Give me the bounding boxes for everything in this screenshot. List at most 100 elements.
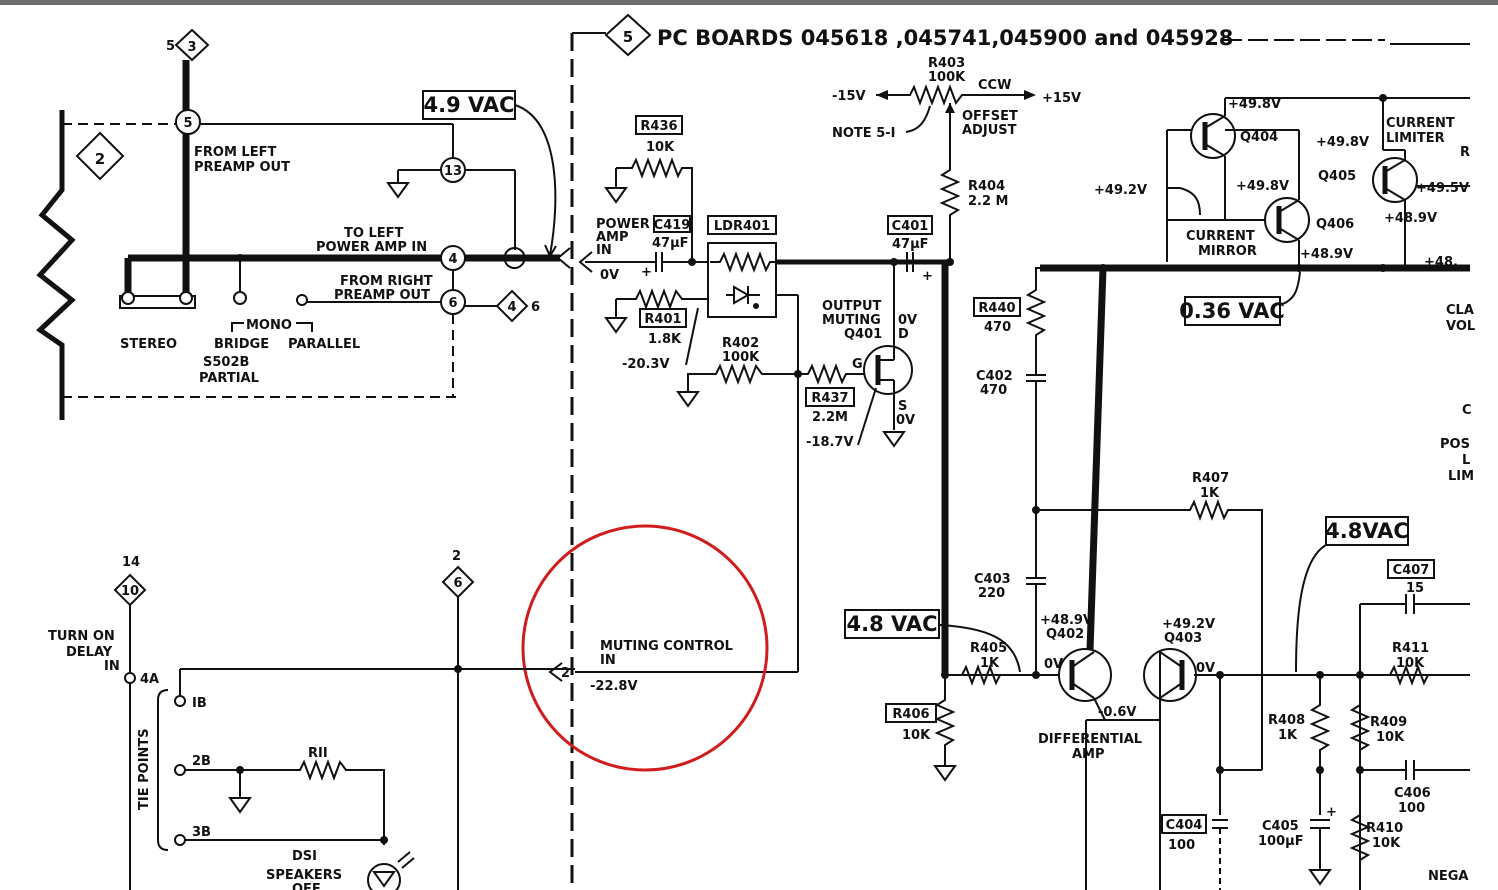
output-muting-1: OUTPUT (822, 299, 882, 314)
mid-num: 2 (452, 549, 461, 564)
jack-4-label: 4 (448, 252, 457, 267)
to-left-power-2: POWER AMP IN (316, 240, 427, 255)
r408-value: 1K (1278, 728, 1298, 743)
q404-ref: Q404 (1240, 130, 1278, 145)
v-20-3: -20.3V (622, 357, 670, 372)
ground-icon (604, 317, 628, 334)
turn-on-delay-2: DELAY (66, 645, 113, 660)
v-22-8: -22.8V (590, 679, 638, 694)
c419-value: 47µF (652, 236, 689, 251)
cut-c: C (1462, 403, 1472, 418)
ground-icon (604, 187, 628, 204)
v-48-9a: +48.9V (1300, 247, 1353, 262)
c405-value: 100µF (1258, 834, 1304, 849)
r402-ref: R402 (722, 336, 759, 351)
power-amp-in-3: IN (596, 243, 612, 258)
v-49-2a: +49.2V (1094, 183, 1147, 198)
r440-value: 470 (984, 320, 1011, 335)
right-pre-num: 6 (531, 300, 540, 315)
switch-partial: PARTIAL (199, 371, 259, 386)
tie-points-label: TIE POINTS (137, 728, 152, 810)
ground-icon (228, 797, 252, 814)
top-left-ref: 3 (187, 40, 196, 55)
stereo-label: STEREO (120, 337, 177, 352)
r404-ref: R404 (968, 179, 1005, 194)
power-amp-in-1: POWER (596, 217, 650, 232)
svg-text:+: + (1326, 805, 1337, 820)
section-marker: 5 (604, 13, 652, 57)
r437-value: 2.2M (812, 410, 848, 425)
cut-l: L (1462, 453, 1470, 468)
cut-lim: LIM (1448, 469, 1474, 484)
ac-4-8a-label: 4.8 VAC (846, 612, 937, 636)
offset-adjust-2: ADJUST (962, 123, 1017, 138)
svg-text:+: + (922, 269, 933, 284)
zero-v-label-3: 0V (896, 413, 915, 428)
current-limiter-2: LIMITER (1386, 131, 1445, 146)
v-49-5: +49.5V (1416, 181, 1469, 196)
r408-ref: R408 (1268, 713, 1305, 728)
output-muting-2: MUTING (822, 313, 881, 328)
r411-value: 10K (1396, 656, 1425, 671)
s-label: S (898, 399, 907, 414)
v-49-8b: +49.8V (1236, 179, 1289, 194)
q406-ref: Q406 (1316, 217, 1354, 232)
ground-icon (933, 765, 957, 782)
ldr401-ref: LDR401 (714, 219, 770, 234)
offset-adjust-1: OFFSET (962, 109, 1018, 124)
turn-on-delay-1: TURN ON (48, 629, 115, 644)
from-left-preamp-2: PREAMP OUT (194, 160, 290, 175)
v-48-9b: +48.9V (1384, 211, 1437, 226)
c407-value: 15 (1406, 581, 1424, 596)
ground-icon (1308, 869, 1332, 886)
switch-name: S502B (203, 355, 249, 370)
r411-ref: R411 (1392, 641, 1429, 656)
zero-v-label-4: 0V (1044, 657, 1063, 672)
cut-cla: CLA (1446, 303, 1474, 318)
current-limiter-1: CURRENT (1386, 116, 1455, 131)
from-right-preamp-1: FROM RIGHT (340, 274, 433, 289)
r436-value: 10K (646, 140, 675, 155)
c403-value: 220 (978, 586, 1005, 601)
from-right-preamp-2: PREAMP OUT (334, 288, 430, 303)
v-49-8c: +49.8V (1316, 135, 1369, 150)
c404-value: 100 (1168, 838, 1195, 853)
svg-text:+: + (641, 265, 652, 280)
pos15-label: +15V (1042, 91, 1081, 106)
r407-ref: R407 (1192, 471, 1229, 486)
window-top-edge (0, 0, 1498, 5)
q405-ref: Q405 (1318, 169, 1356, 184)
r405-ref: R405 (970, 641, 1007, 656)
v-49-2b: +49.2V (1162, 617, 1215, 632)
r440-ref: R440 (978, 301, 1015, 316)
turn-on-num: 14 (122, 555, 140, 570)
q401-ref: Q401 (844, 327, 882, 342)
q402-ref: Q402 (1046, 627, 1084, 642)
v-neg0-6: -0.6V (1098, 705, 1137, 720)
page-title: PC BOARDS 045618 ,045741,045900 and 0459… (657, 26, 1233, 50)
r404-value: 2.2 M (968, 194, 1009, 209)
r405-value: 1K (980, 656, 1000, 671)
ac-4-8b-label: 4.8VAC (1325, 519, 1409, 543)
section-number: 5 (623, 28, 633, 46)
c402-value: 470 (980, 383, 1007, 398)
v-48-9c: +48.9V (1040, 613, 1093, 628)
d-label: D (898, 327, 909, 342)
block-left-number: 2 (95, 150, 105, 168)
v-49-8a: +49.8V (1228, 97, 1281, 112)
zero-v-label-5: 0V (1196, 661, 1215, 676)
c406-ref: C406 (1394, 786, 1431, 801)
r11-ref: RII (308, 746, 328, 761)
jack-13-label: 13 (444, 164, 462, 179)
c403-ref: C403 (974, 572, 1011, 587)
muting-control-2: IN (600, 653, 616, 668)
ground-icon (386, 182, 410, 199)
to-left-power-1: TO LEFT (344, 226, 403, 241)
turn-on-delay-3: IN (104, 659, 120, 674)
c419-ref: C419 (654, 218, 691, 233)
tie-4a: 4A (140, 672, 159, 687)
r410-ref: R410 (1366, 821, 1403, 836)
zero-v-label-2: 0V (898, 313, 917, 328)
cut-vol: VOL (1446, 319, 1475, 334)
c406-value: 100 (1398, 801, 1425, 816)
